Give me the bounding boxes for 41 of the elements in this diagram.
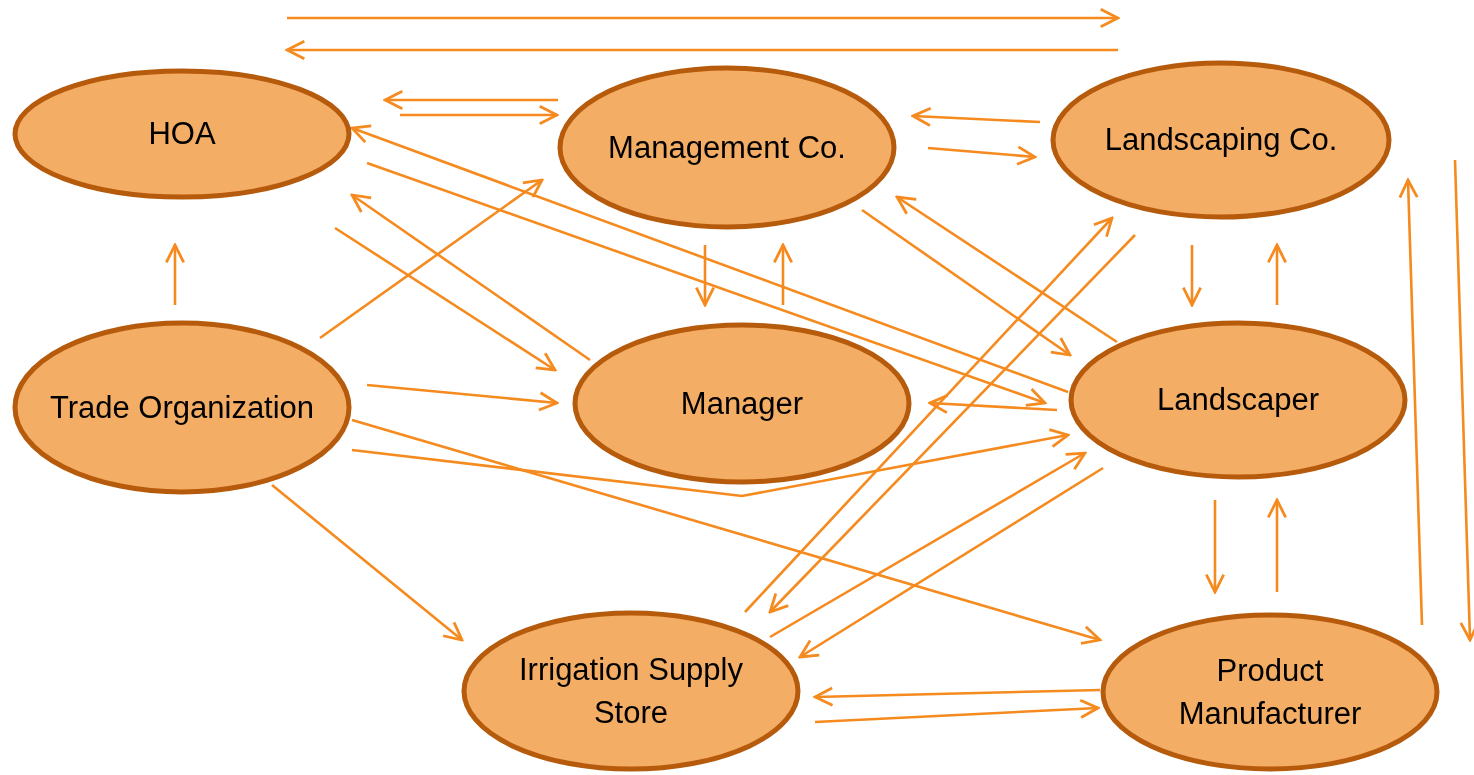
arrow [271,484,464,642]
node-label: Trade Organization [49,388,315,427]
arrow [1398,178,1424,626]
arrow [350,193,591,362]
arrow [285,39,1118,61]
arrow [1181,245,1203,307]
arrow [927,145,1037,166]
arrow [351,428,1070,498]
arrow [366,161,1047,407]
node-label: Landscaper [1157,381,1319,420]
arrow [911,106,1041,127]
arrow [1266,243,1288,305]
arrow [334,226,557,372]
arrow [366,383,559,412]
arrow [928,393,1058,414]
arrow [772,243,794,305]
arrow [1204,500,1226,594]
arrow [383,89,558,111]
arrow [895,195,1118,344]
node-label: Management Co. [608,128,846,167]
node-label: Landscaping Co. [1104,121,1338,160]
node-label: Manager [680,384,804,423]
node-label: Product Manufacturer [1177,651,1363,733]
arrow [350,124,1069,394]
arrow [861,208,1072,357]
arrow [744,216,1114,613]
arrow [351,418,1102,645]
arrow [1453,159,1474,642]
arrow [813,686,1101,707]
arrow [814,698,1100,724]
node-label: Irrigation Supply Store [518,650,744,732]
arrow [287,7,1120,29]
arrow [164,243,186,305]
arrow [1266,498,1288,592]
arrow [694,245,716,307]
arrow [798,466,1104,659]
arrow [769,451,1087,639]
arrow [768,234,1136,614]
arrow [319,178,544,340]
arrow [400,104,559,126]
node-label: HOA [148,115,216,154]
